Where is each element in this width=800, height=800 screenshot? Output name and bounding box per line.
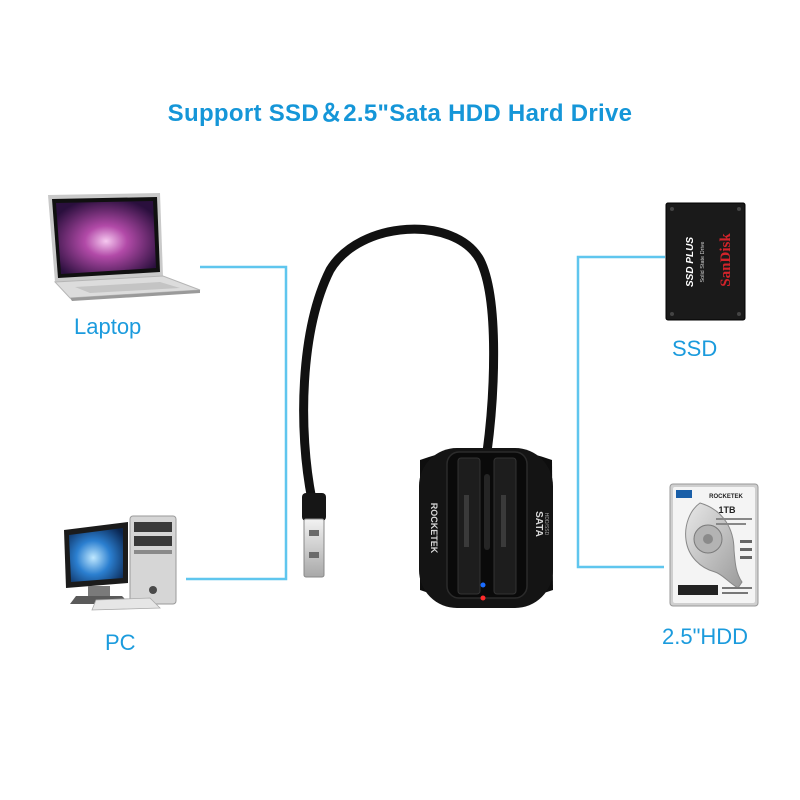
headline: Support SSD＆2.5"Sata HDD Hard Drive <box>167 100 633 127</box>
usb-cable <box>299 224 499 578</box>
label-laptop: Laptop <box>74 314 142 339</box>
laptop-line <box>186 265 288 581</box>
ssd-brand-text: SanDisk <box>718 233 734 287</box>
hdd-image: ROCKETEK 1TB <box>669 483 759 607</box>
usb-plug-boot <box>302 493 326 521</box>
ssd-image: SanDisk SSD PLUS Solid State Drive <box>665 202 746 321</box>
ssd-model-text: SSD PLUS <box>685 237 696 287</box>
hdd-brand-text: ROCKETEK <box>709 494 743 500</box>
dock-led-blue <box>480 582 486 588</box>
dock-sub-text: HDD/SSD <box>543 513 549 536</box>
label-hdd: 2.5"HDD <box>662 624 749 649</box>
connector-lines <box>186 255 665 581</box>
label-pc: PC <box>105 630 136 655</box>
docking-station: ROCKETEK SATA HDD/SSD <box>419 448 553 608</box>
pc-image <box>64 515 177 611</box>
laptop-image <box>48 193 201 301</box>
label-ssd: SSD <box>672 336 718 361</box>
ssd-line-text: Solid State Drive <box>700 242 706 283</box>
dock-brand-text: ROCKETEK <box>429 503 439 554</box>
drive-line <box>576 255 665 569</box>
dock-led-red <box>480 595 486 601</box>
hdd-capacity-text: 1TB <box>718 505 736 515</box>
usb-plug-metal <box>303 518 325 578</box>
dock-sata-text: SATA <box>533 511 544 537</box>
